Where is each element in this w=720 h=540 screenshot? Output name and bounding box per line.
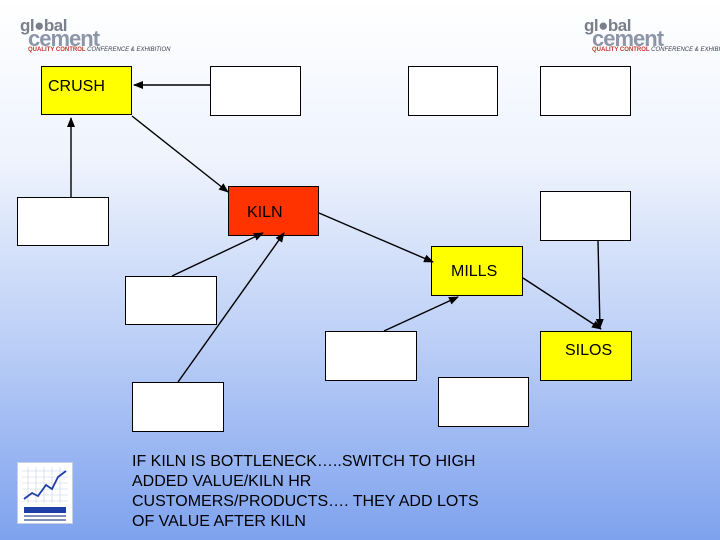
crush-box [41, 66, 132, 115]
arrow-box-to-kiln-left [171, 232, 264, 277]
empty-box-mid-left [125, 276, 217, 325]
silos-box [540, 331, 632, 381]
logo-brand-top: gl●bal [584, 16, 631, 35]
kiln-box [228, 186, 319, 236]
mba-logo [17, 462, 73, 524]
empty-box-bottom-left [132, 382, 224, 432]
mills-label: MILLS [451, 263, 498, 280]
bottleneck-note: IF KILN IS BOTTLENECK…..SWITCH TO HIGH A… [132, 453, 479, 530]
global-cement-logo-left: gl●bal cement QUALITY CONTROL CONFERENCE… [20, 16, 170, 56]
empty-box-top-2 [408, 66, 498, 116]
arrow-crush-to-kiln [131, 115, 229, 193]
mills-box [431, 246, 523, 296]
kiln-label: KILN [247, 204, 283, 221]
silos-label: SILOS [565, 342, 613, 359]
logo-brand-bottom: cement [28, 26, 100, 51]
arrow-box-to-kiln-bottom [177, 232, 285, 383]
mba-chart-icon [22, 467, 68, 521]
logo-tagline: QUALITY CONTROL CONFERENCE & EXHIBITION [28, 47, 171, 53]
arrow-kiln-to-mills [318, 212, 434, 263]
empty-box-center [325, 331, 417, 381]
arrow-center-box-to-mills [383, 296, 459, 332]
empty-box-left [17, 197, 109, 246]
arrow-mills-to-silos [522, 277, 602, 330]
logo-brand-bottom: cement [592, 26, 664, 51]
empty-box-top-3 [540, 66, 631, 116]
logo-tagline: QUALITY CONTROL CONFERENCE & EXHIBITION [592, 47, 720, 53]
global-cement-logo-right: gl●bal cement QUALITY CONTROL CONFERENCE… [584, 16, 720, 56]
logo-brand-top: gl●bal [20, 16, 67, 35]
crush-label: CRUSH [48, 78, 105, 95]
arrow-right-box-to-silos [595, 240, 604, 329]
empty-box-bottom-right [438, 377, 529, 427]
empty-box-right-mid [540, 191, 631, 241]
empty-box-top-1 [210, 66, 301, 116]
